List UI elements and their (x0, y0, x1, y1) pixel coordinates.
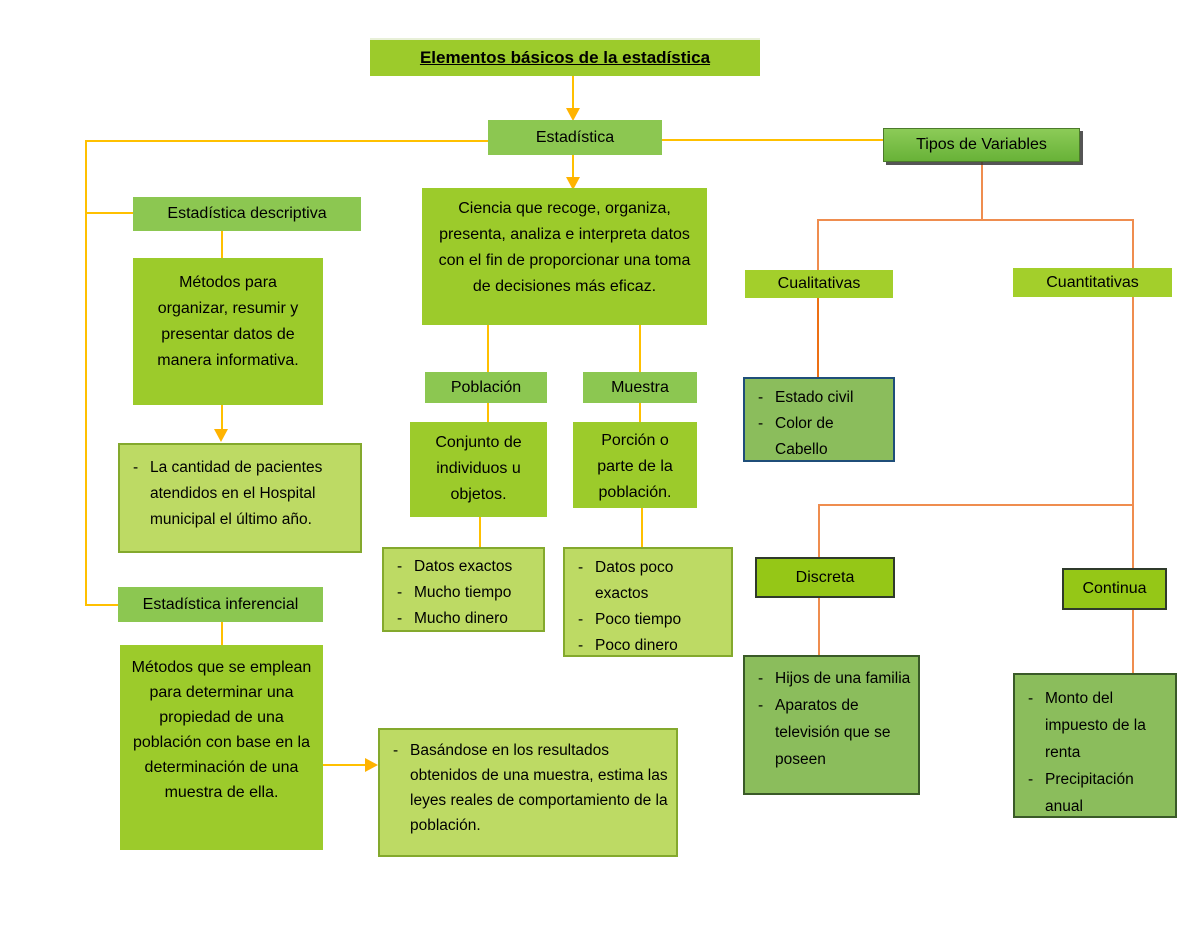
connector-to-discreta (818, 504, 820, 557)
node-poblacion-definition: Conjunto de individuos u objetos. (410, 422, 547, 517)
connector-tipos-down (981, 162, 983, 220)
dash-marker: - (1028, 771, 1034, 788)
node-tipos-de-variables: Tipos de Variables (883, 128, 1080, 162)
dash-marker: - (578, 559, 584, 576)
list-item: -Precipitación anual (1023, 766, 1169, 820)
list-item: -Poco dinero (573, 633, 725, 659)
dash-marker: - (578, 611, 584, 628)
list-item: -Hijos de una familia (753, 665, 912, 692)
connector-to-cualitativas (817, 219, 819, 270)
connector-descriptiva-def (221, 231, 223, 258)
list-item: -Mucho dinero (392, 606, 537, 632)
node-descriptiva-definition: Métodos para organizar, resumir y presen… (133, 258, 323, 405)
node-cualitativas: Cualitativas (745, 270, 893, 298)
node-estadistica: Estadística (488, 120, 662, 155)
node-cualitativas-items: -Estado civil -Color de Cabello (743, 377, 895, 462)
connector-title-estadistica (572, 76, 574, 110)
connector-branch-top (817, 219, 1134, 221)
dash-marker: - (758, 697, 764, 714)
connector-estadistica-left (85, 140, 488, 142)
connector-discreta-ejemplo (818, 598, 820, 655)
connector-to-descriptiva (85, 212, 133, 214)
list-item: -Datos exactos (392, 554, 537, 580)
dash-marker: - (758, 415, 764, 432)
node-muestra: Muestra (583, 372, 697, 403)
node-poblacion-items: -Datos exactos -Mucho tiempo -Mucho dine… (382, 547, 545, 632)
list-item: -Monto del impuesto de la renta (1023, 685, 1169, 766)
connector-def-ejemplo (221, 403, 223, 431)
node-discreta-items: -Hijos de una familia -Aparatos de telev… (743, 655, 920, 795)
list-item: - La cantidad de pacientes atendidos en … (128, 455, 354, 533)
connector-conjunto-datos (479, 517, 481, 547)
arrowhead-down-icon (214, 429, 228, 442)
node-discreta: Discreta (755, 557, 895, 598)
dash-marker: - (578, 637, 584, 654)
connector-inferencial-def (221, 622, 223, 645)
dash-marker: - (397, 610, 403, 627)
connector-poblacion-def (487, 403, 489, 422)
node-poblacion: Población (425, 372, 547, 403)
node-inferencial-example: - Basándose en los resultados obtenidos … (378, 728, 678, 857)
connector-estadistica-def (572, 155, 574, 180)
title-box: Elementos básicos de la estadística (370, 38, 760, 76)
node-inferencial-definition: Métodos que se emplean para determinar u… (120, 645, 323, 850)
arrowhead-right-icon (365, 758, 378, 772)
list-item: -Color de Cabello (753, 411, 887, 463)
node-estadistica-inferencial: Estadística inferencial (118, 587, 323, 622)
list-item: -Datos poco exactos (573, 555, 725, 607)
connector-to-cuantitativas (1132, 219, 1134, 268)
connector-left-vertical (85, 140, 87, 606)
connector-def-poblacion (487, 325, 489, 372)
node-estadistica-descriptiva: Estadística descriptiva (133, 197, 361, 231)
list-item: -Poco tiempo (573, 607, 725, 633)
node-muestra-definition: Porción o parte de la población. (573, 422, 697, 508)
node-descriptiva-example: - La cantidad de pacientes atendidos en … (118, 443, 362, 553)
connector-to-inferencial (85, 604, 118, 606)
node-continua-items: -Monto del impuesto de la renta -Precipi… (1013, 673, 1177, 818)
connector-branch-bottom (818, 504, 1134, 506)
connector-estadistica-tipos (662, 139, 883, 141)
dash-marker: - (397, 558, 403, 575)
dash-marker: - (758, 670, 764, 687)
list-item: - Basándose en los resultados obtenidos … (388, 738, 670, 838)
dash-marker: - (758, 389, 764, 406)
arrowhead-down-icon (566, 177, 580, 190)
node-muestra-items: -Datos poco exactos -Poco tiempo -Poco d… (563, 547, 733, 657)
list-item: -Aparatos de televisión que se poseen (753, 692, 912, 773)
connector-muestra-def (639, 403, 641, 422)
connector-def-muestra (639, 325, 641, 372)
connector-cualitativas-ejemplo (817, 298, 819, 377)
list-item: -Mucho tiempo (392, 580, 537, 606)
connector-inferencial-ejemplo (323, 764, 367, 766)
node-estadistica-definition: Ciencia que recoge, organiza, presenta, … (422, 188, 707, 325)
dash-marker: - (393, 742, 399, 759)
node-cuantitativas: Cuantitativas (1013, 268, 1172, 297)
node-continua: Continua (1062, 568, 1167, 610)
connector-continua-ejemplo (1132, 610, 1134, 673)
dash-marker: - (397, 584, 403, 601)
dash-marker: - (1028, 690, 1034, 707)
connector-cuantitativas-down (1132, 297, 1134, 568)
list-item: -Estado civil (753, 385, 887, 411)
arrowhead-down-icon (566, 108, 580, 121)
connector-porcion-datos (641, 508, 643, 547)
dash-marker: - (133, 459, 139, 476)
